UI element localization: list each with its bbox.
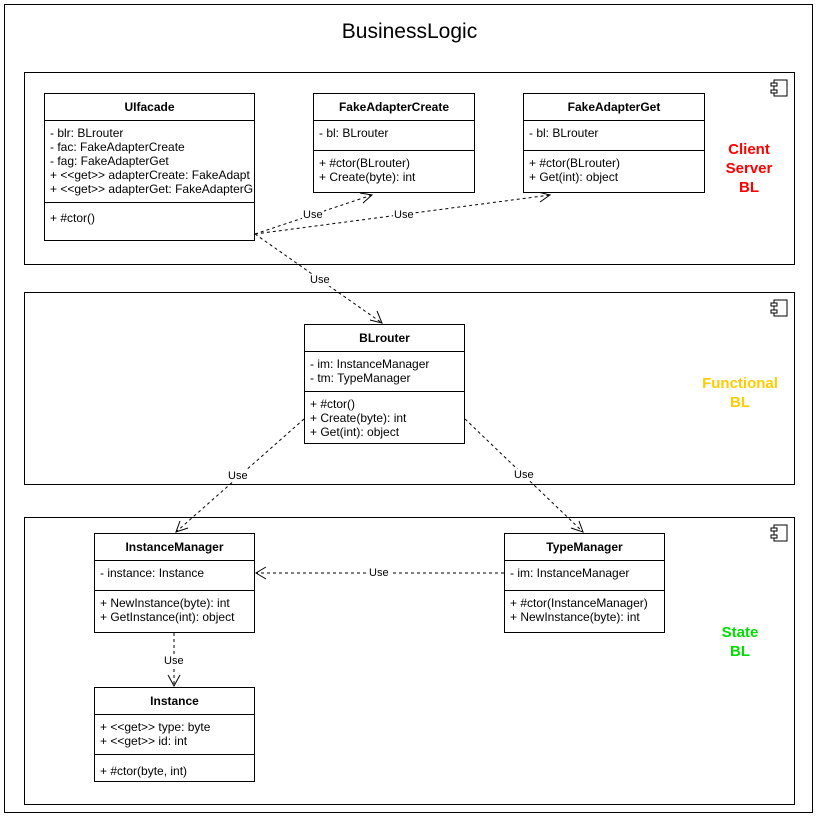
layer-label-state-bl: State BL xyxy=(700,623,780,661)
class-name: FakeAdapterCreate xyxy=(314,94,474,121)
class-name: TypeManager xyxy=(505,534,664,561)
class-methods: + NewInstance(byte): int + GetInstance(i… xyxy=(95,590,254,630)
class-methods: + #ctor(byte, int) xyxy=(95,754,254,781)
method: + NewInstance(byte): int xyxy=(510,610,640,624)
arrowhead-instancemanager xyxy=(175,520,189,533)
method: + #ctor() xyxy=(310,397,356,411)
component-functional-bl xyxy=(24,292,795,485)
class-blrouter[interactable]: BLrouter - im: InstanceManager - tm: Typ… xyxy=(304,324,465,444)
arrowhead-fakeadapterget xyxy=(537,191,552,203)
edge-uifacade-blrouter xyxy=(254,233,383,324)
layer-label-line: Server xyxy=(725,160,773,177)
edge-label: Use xyxy=(302,209,324,221)
class-methods: + #ctor() + Create(byte): int + Get(int)… xyxy=(305,391,464,443)
edge-uifacade-fakeadapterget xyxy=(254,194,551,235)
class-name: Instance xyxy=(95,688,254,715)
class-methods: + #ctor(BLrouter) + Get(int): object xyxy=(524,150,704,190)
class-methods: + #ctor(InstanceManager) + NewInstance(b… xyxy=(505,590,664,630)
class-typemanager[interactable]: TypeManager - im: InstanceManager + #cto… xyxy=(504,533,665,633)
attribute: - fag: FakeAdapterGet xyxy=(50,154,169,168)
class-methods: + #ctor(BLrouter) + Create(byte): int xyxy=(314,150,474,190)
layer-label-line: State xyxy=(721,624,759,641)
method: + #ctor() xyxy=(50,211,96,225)
diagram-frame xyxy=(4,4,813,813)
method: + #ctor(byte, int) xyxy=(100,764,188,778)
diagram-title: BusinessLogic xyxy=(341,20,478,43)
attribute: - bl: BLrouter xyxy=(529,126,599,140)
arrowhead-fakeadaptercreate xyxy=(359,192,374,204)
class-attributes: - bl: BLrouter xyxy=(524,121,704,150)
method: + #ctor(InstanceManager) xyxy=(510,596,648,610)
attribute: - im: InstanceManager xyxy=(510,566,630,580)
method: + Get(int): object xyxy=(529,170,619,184)
component-icon xyxy=(770,524,788,542)
method: + Create(byte): int xyxy=(319,170,416,184)
arrowhead-blrouter xyxy=(369,310,383,324)
class-name: InstanceManager xyxy=(95,534,254,561)
class-attributes: - im: InstanceManager xyxy=(505,561,664,590)
attribute: + <<get>> adapterCreate: FakeAdapt xyxy=(50,168,250,182)
component-icon xyxy=(770,299,788,317)
attribute: - fac: FakeAdapterCreate xyxy=(50,140,185,154)
component-state-bl xyxy=(24,517,795,805)
class-attributes: - bl: BLrouter xyxy=(314,121,474,150)
edge-label: Use xyxy=(393,209,415,221)
class-uifacade[interactable]: UIfacade - blr: BLrouter - fac: FakeAdap… xyxy=(44,93,255,241)
class-fakeadapterget[interactable]: FakeAdapterGet - bl: BLrouter + #ctor(BL… xyxy=(523,93,705,193)
component-icon xyxy=(770,79,788,97)
class-attributes: - instance: Instance xyxy=(95,561,254,590)
layer-label-client-server-bl: Client Server BL xyxy=(700,140,798,197)
layer-label-line: BL xyxy=(730,394,750,411)
method: + #ctor(BLrouter) xyxy=(319,156,411,170)
attribute: - instance: Instance xyxy=(100,566,205,580)
layer-label-line: BL xyxy=(730,643,750,660)
edge-label: Use xyxy=(513,469,535,481)
layer-label-line: Functional xyxy=(702,375,778,392)
attribute: + <<get>> type: byte xyxy=(100,720,211,734)
method: + #ctor(BLrouter) xyxy=(529,156,621,170)
class-fakeadaptercreate[interactable]: FakeAdapterCreate - bl: BLrouter + #ctor… xyxy=(313,93,475,193)
component-client-server-bl xyxy=(24,72,795,265)
attribute: + <<get>> id: int xyxy=(100,734,188,748)
layer-label-line: BL xyxy=(739,179,759,196)
class-attributes: - im: InstanceManager - tm: TypeManager xyxy=(305,352,464,391)
class-methods: + #ctor() xyxy=(45,202,254,231)
class-instance[interactable]: Instance + <<get>> type: byte + <<get>> … xyxy=(94,687,255,782)
attribute: + <<get>> adapterGet: FakeAdapterG xyxy=(50,182,254,196)
attribute: - bl: BLrouter xyxy=(319,126,389,140)
arrowhead-typemanager xyxy=(570,520,584,533)
attribute: - im: InstanceManager xyxy=(310,357,430,371)
method: + NewInstance(byte): int xyxy=(100,596,230,610)
attribute: - tm: TypeManager xyxy=(310,371,411,385)
class-name: UIfacade xyxy=(45,94,254,121)
layer-label-line: Client xyxy=(728,141,770,158)
class-name: BLrouter xyxy=(305,325,464,352)
edge-label: Use xyxy=(163,655,185,667)
arrowhead-instancemanager-left xyxy=(255,566,267,580)
class-instancemanager[interactable]: InstanceManager - instance: Instance + N… xyxy=(94,533,255,633)
method: + GetInstance(int): object xyxy=(100,610,235,624)
layer-label-functional-bl: Functional BL xyxy=(685,374,795,412)
arrowhead-instance xyxy=(167,674,181,688)
edge-label: Use xyxy=(227,470,249,482)
class-name: FakeAdapterGet xyxy=(524,94,704,121)
method: + Create(byte): int xyxy=(310,411,407,425)
method: + Get(int): object xyxy=(310,425,400,439)
edge-label: Use xyxy=(309,274,331,286)
class-attributes: + <<get>> type: byte + <<get>> id: int xyxy=(95,715,254,754)
edge-label: Use xyxy=(368,567,390,579)
class-attributes: - blr: BLrouter - fac: FakeAdapterCreate… xyxy=(45,121,254,202)
attribute: - blr: BLrouter xyxy=(50,126,124,140)
